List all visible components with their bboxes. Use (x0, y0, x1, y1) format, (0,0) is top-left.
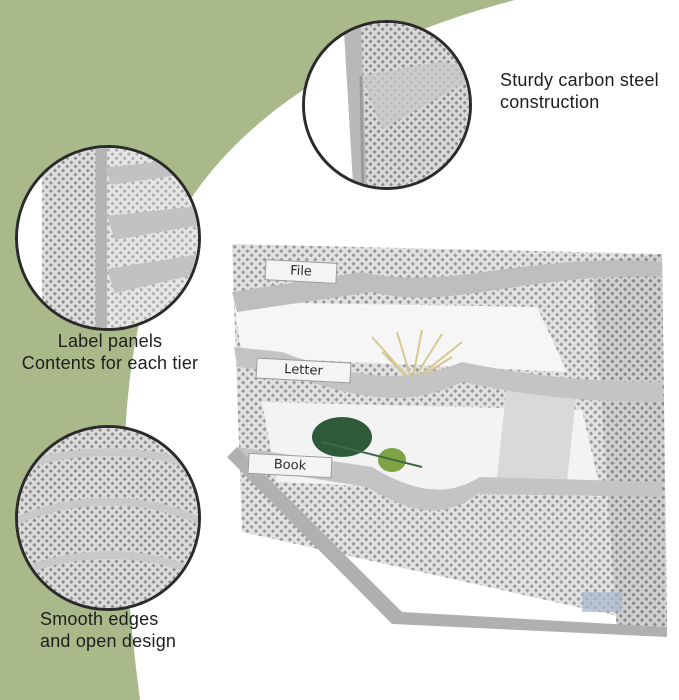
label-caption-line2: Contents for each tier (21, 353, 199, 373)
label-caption-line1: Label panels (57, 331, 163, 351)
smooth-edges-detail-circle (15, 425, 201, 611)
label-panels-detail-circle (15, 145, 201, 331)
steel-construction-caption: Sturdy carbon steel construction (500, 69, 659, 113)
edges-caption-line2: and open design (40, 631, 177, 651)
smooth-edges-caption: Smooth edges and open design (40, 608, 176, 652)
wall-file-organizer-photo (227, 244, 667, 637)
label-panels-caption: Label panels Contents for each tier (9, 330, 211, 374)
edges-caption-line1: Smooth edges (40, 609, 159, 629)
steel-caption-line2: construction (500, 92, 600, 112)
steel-caption-line1: Sturdy carbon steel (500, 70, 659, 90)
steel-construction-detail-circle (302, 20, 472, 190)
tier-label-tag-book: Book (247, 452, 333, 479)
decorative-leaf-picture (312, 417, 423, 472)
tier-label-tag-file: File (264, 259, 338, 284)
